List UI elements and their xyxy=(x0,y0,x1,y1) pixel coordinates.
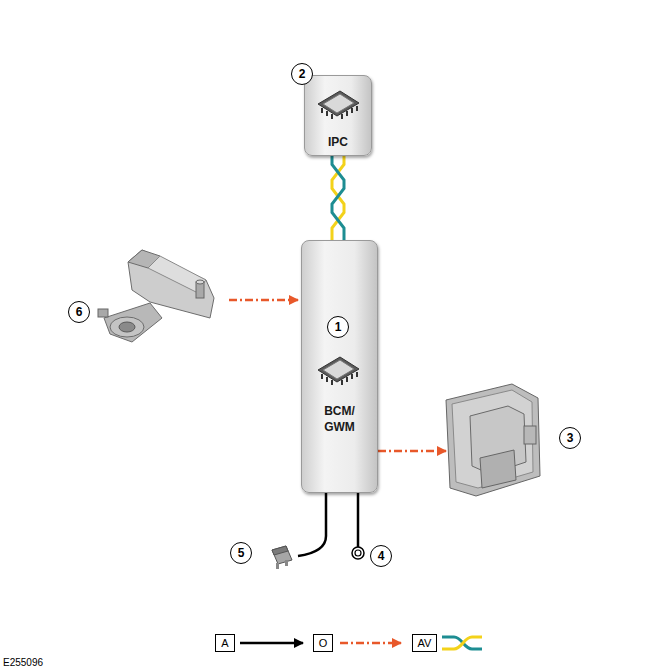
network-wire xyxy=(332,156,344,240)
module-box: IPC xyxy=(304,75,372,156)
callout-number: 2 xyxy=(291,63,313,85)
fuse-top xyxy=(272,546,288,555)
output-signal-arrow xyxy=(229,299,298,302)
module-box: BCM/ GWM xyxy=(301,240,378,493)
chip-icon xyxy=(318,357,359,385)
module-connector xyxy=(480,450,516,488)
chip-icon xyxy=(318,91,359,119)
module-tab xyxy=(524,426,536,444)
legend-key: AV xyxy=(412,634,437,652)
callout-number: 1 xyxy=(327,316,349,338)
legend-sample-line xyxy=(240,642,303,645)
fuse-body xyxy=(272,546,292,564)
ground-wire xyxy=(357,493,360,547)
callout-number: 4 xyxy=(370,545,392,567)
legend-sample-line xyxy=(340,642,401,645)
callout-number: 5 xyxy=(230,542,252,564)
clamp-arm xyxy=(104,303,162,342)
fuse-symbol xyxy=(272,546,292,569)
module-plate xyxy=(446,384,540,496)
module-plate-face xyxy=(452,390,533,488)
clamp-hole xyxy=(119,322,135,332)
ground-symbol-inner xyxy=(355,550,361,556)
callout-number: 6 xyxy=(68,301,90,323)
clamp-bolt xyxy=(98,309,108,317)
figure-id: E255096 xyxy=(3,657,43,668)
legend-sample-twisted xyxy=(442,637,482,649)
output-signal-arrow xyxy=(378,450,446,453)
module-name: IPC xyxy=(328,134,348,150)
battery-sensor-illustration xyxy=(98,250,214,342)
fuse-leg xyxy=(276,563,279,569)
fuse-leg xyxy=(285,560,288,566)
legend-key: A xyxy=(215,634,235,652)
module-name: BCM/ GWM xyxy=(318,403,362,435)
network-wire xyxy=(332,156,344,240)
twisted-pair-connector xyxy=(332,156,344,240)
callout-number: 3 xyxy=(559,427,581,449)
legend-key: O xyxy=(313,634,333,652)
power-wire xyxy=(298,493,326,556)
ground-symbol xyxy=(352,547,364,559)
sensor-body xyxy=(128,250,214,318)
clamp-ring xyxy=(110,317,144,337)
legend-sample-twisted xyxy=(442,637,482,649)
sensor-stud-top xyxy=(196,280,204,284)
module-illustration xyxy=(446,384,540,496)
